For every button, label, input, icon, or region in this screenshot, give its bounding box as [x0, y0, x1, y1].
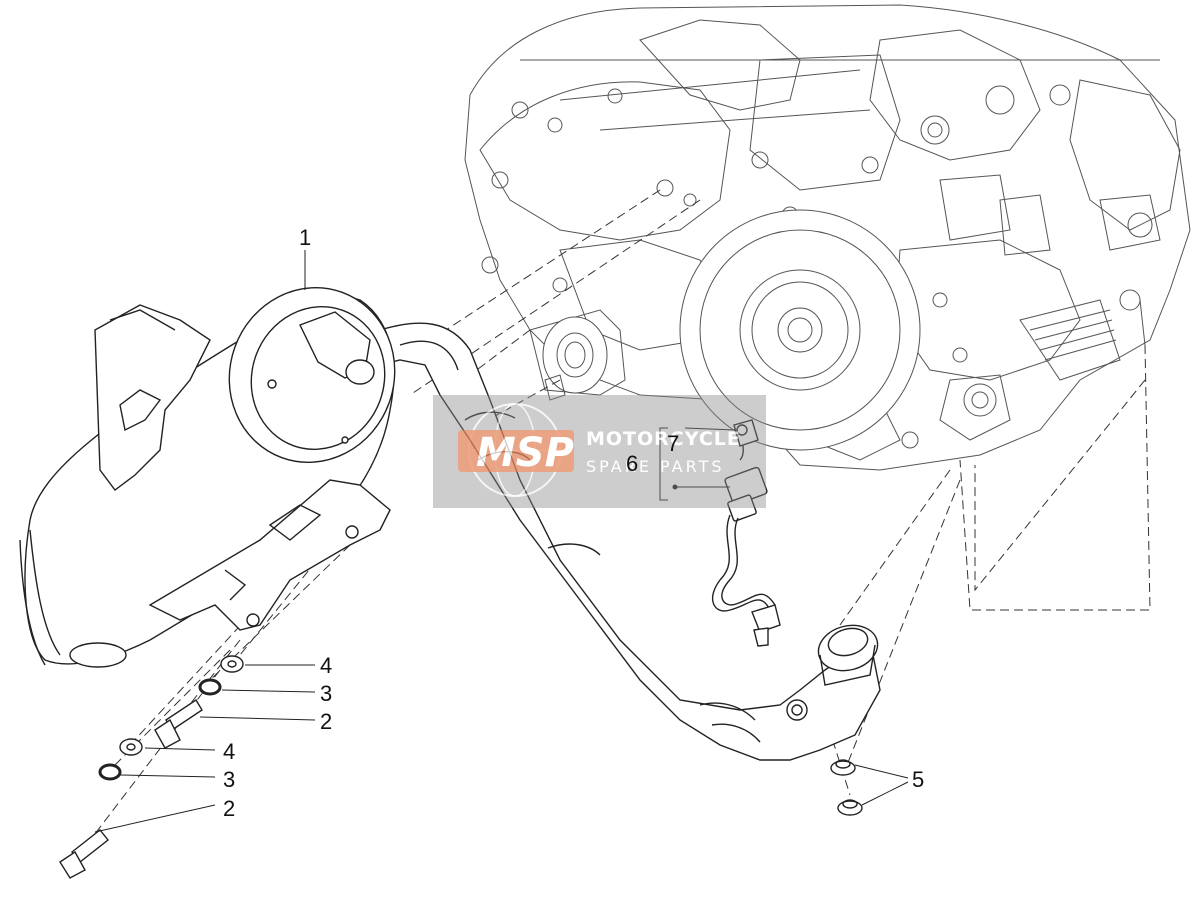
- callout-2-upper: 2: [320, 709, 332, 734]
- muffler: [19, 286, 396, 668]
- nut-upper: [830, 759, 856, 776]
- watermark-subtitle: SPARE PARTS: [586, 457, 725, 476]
- nut-lower: [837, 799, 863, 816]
- callouts: 1 4 3 2 4 3 2 5 6 7: [223, 225, 924, 821]
- washer-lower: [119, 738, 143, 756]
- callout-3-upper: 3: [320, 681, 332, 706]
- callout-5: 5: [912, 767, 924, 792]
- callout-4-upper: 4: [320, 653, 332, 678]
- oxygen-sensor: [711, 419, 781, 647]
- spring-washer-upper: [198, 678, 222, 696]
- watermark-title: MOTORCYCLE: [586, 428, 741, 450]
- callout-4-lower: 4: [223, 739, 235, 764]
- fasteners: [59, 655, 863, 879]
- callout-6: 6: [626, 451, 638, 476]
- leader-dot: [672, 484, 678, 490]
- bolt-upper: [154, 699, 203, 749]
- watermark-logo: MSP: [476, 430, 574, 476]
- bolt-lower: [59, 829, 109, 879]
- callout-7: 7: [667, 431, 679, 456]
- callout-3-lower: 3: [223, 767, 235, 792]
- spring-washer-lower: [98, 763, 122, 781]
- engine-block: [464, 4, 1191, 471]
- washer-upper: [220, 655, 244, 673]
- leader-lines: [94, 250, 909, 833]
- callout-2-lower: 2: [223, 796, 235, 821]
- watermark: MSP MOTORCYCLE SPARE PARTS: [433, 395, 766, 508]
- callout-1: 1: [299, 225, 311, 250]
- watermark-logo-badge: [458, 430, 574, 472]
- exhaust-pipe: [379, 322, 881, 761]
